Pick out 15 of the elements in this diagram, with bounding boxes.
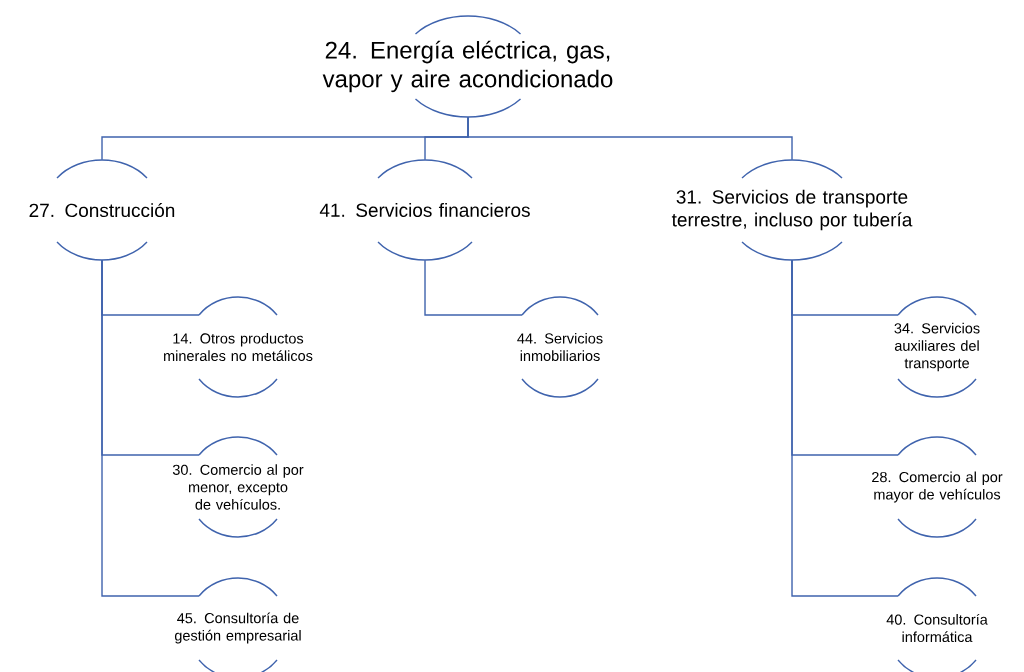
arc-node: 40. Consultoría informática — [886, 577, 988, 672]
arc-node: 44. Servicios inmobiliarios — [517, 296, 603, 398]
connector-line — [791, 259, 899, 597]
arc-node: 31. Servicios de transporte terrestre, incluso por tubería — [671, 159, 913, 261]
connector-line — [101, 259, 200, 597]
arc-node: 27. Construcción — [29, 159, 175, 261]
arc-node: 28. Comercio al por mayor de vehículos — [872, 436, 1003, 538]
arc-node: 14. Otros productos minerales no metálicos — [164, 296, 313, 398]
arc-node: 24. Energía eléctrica, gas, vapor y aire acondicionado — [322, 15, 613, 118]
arc-node: 41. Servicios financieros — [319, 159, 530, 261]
connector-line — [467, 116, 793, 161]
arc-node: 34. Servicios auxiliares del transporte — [894, 296, 980, 398]
connector-line — [424, 259, 523, 316]
arc-node: 30. Comercio al por menor, excepto de vehículos. — [172, 436, 304, 538]
arc-node: 45. Consultoría de gestión empresarial — [174, 577, 301, 672]
